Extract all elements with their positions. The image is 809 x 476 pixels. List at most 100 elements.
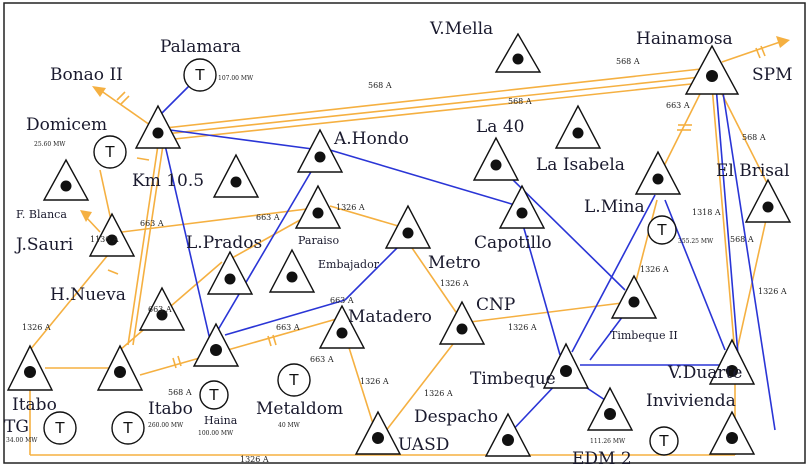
- node-l-prados[interactable]: [206, 250, 254, 295]
- line-km105-hainamosa-2: [164, 75, 711, 135]
- node-unnamed-1[interactable]: [212, 153, 260, 198]
- flow-label: 1136 A: [90, 235, 119, 244]
- generator-palamara[interactable]: T: [183, 58, 217, 92]
- label-el-brisal: El Brisal: [716, 161, 790, 181]
- node-el-brisal[interactable]: [744, 178, 792, 223]
- arrow-bonao: [92, 86, 106, 97]
- generator-domicem[interactable]: T: [93, 135, 127, 169]
- mw-metaldom: 40 MW: [278, 422, 301, 429]
- node-timbeque-ii[interactable]: [610, 274, 658, 319]
- node-v-mella[interactable]: [494, 32, 542, 73]
- node-edm-2[interactable]: [586, 386, 634, 431]
- node-inviviend[interactable]: [708, 410, 756, 455]
- node-uasd[interactable]: [354, 410, 402, 455]
- generator-tg[interactable]: T: [43, 411, 77, 445]
- breaker-matadero-2: [272, 334, 277, 346]
- orange-lines: [29, 41, 781, 456]
- breaker-itabo-1: [172, 357, 177, 369]
- line-hainamosa-inviviend: [721, 85, 776, 431]
- mw-haina: 100.00 MW: [198, 430, 234, 437]
- arrow-fblanca: [80, 210, 92, 222]
- label-domicem: Domicem: [26, 115, 107, 135]
- line-palamara-km105: [159, 84, 191, 116]
- line-km105-itabo-2: [132, 144, 164, 346]
- line-haina-embajador: [224, 299, 346, 336]
- line-ahondo-haina: [214, 164, 316, 336]
- label-palamara: Palamara: [160, 37, 241, 57]
- line-jsauri-paraiso: [121, 207, 316, 233]
- flow-label: 663 A: [330, 296, 354, 305]
- generator-haina[interactable]: T: [199, 380, 229, 410]
- flow-label: 663 A: [140, 219, 164, 228]
- mw-tg: 34.00 MW: [6, 437, 38, 444]
- line-km105-hainamosa: [164, 67, 711, 129]
- label-cnp: CNP: [476, 295, 515, 315]
- node-matadero[interactable]: [318, 304, 366, 349]
- label-tg: TG: [4, 417, 29, 437]
- line-lmina-timbequeii: [634, 199, 658, 286]
- node-a-hondo[interactable]: [296, 128, 344, 173]
- label-inviviend: Invivienda: [646, 391, 736, 411]
- label-l-mina: L.Mina: [584, 197, 645, 217]
- node-timbeque[interactable]: [542, 342, 590, 389]
- node-domicem[interactable]: [42, 158, 90, 201]
- node-despacho[interactable]: [484, 412, 532, 457]
- label-metro: Metro: [428, 253, 481, 273]
- label-itabo: Itabo: [148, 399, 193, 419]
- line-hainamosa-vduarte-b: [715, 85, 739, 356]
- label-capotillo: Capotillo: [474, 233, 552, 253]
- generator-itabo[interactable]: T: [111, 411, 145, 445]
- label-f-blanca: F. Blanca: [16, 208, 67, 221]
- label-hainamosa: Hainamosa: [636, 29, 733, 49]
- node-v-duarte[interactable]: [708, 338, 756, 385]
- line-brisal-vduarte: [736, 219, 767, 351]
- node-j-sauri[interactable]: [88, 212, 136, 257]
- node-la-40[interactable]: [472, 136, 520, 181]
- line-paraiso-metro: [329, 205, 406, 229]
- line-km105-hainamosa-3: [164, 81, 711, 141]
- station-labels: V.Mella Hainamosa SPM Palamara Bonao II …: [4, 19, 793, 469]
- generator-l-mina[interactable]: T: [647, 215, 677, 245]
- label-la-isabela: La Isabela: [536, 155, 625, 175]
- line-ahondo-capotillo: [329, 149, 516, 206]
- node-itabo[interactable]: [96, 344, 144, 391]
- node-metro[interactable]: [384, 204, 432, 249]
- line-hainamosa-spm: [721, 41, 781, 63]
- generator-metaldom[interactable]: T: [277, 363, 311, 397]
- mw-itabo: 260.00 MW: [148, 422, 184, 429]
- label-matadero: Matadero: [348, 307, 432, 327]
- node-cnp[interactable]: [438, 300, 486, 345]
- node-embajador[interactable]: [268, 248, 316, 293]
- mw-domicem: 25.60 MW: [34, 141, 66, 148]
- generator-symbol: T: [208, 386, 219, 404]
- node-km-10-5[interactable]: [134, 104, 182, 149]
- label-v-duarte: V.Duarte: [667, 363, 742, 383]
- node-l-mina[interactable]: [634, 150, 682, 195]
- generator-symbol: T: [122, 419, 133, 437]
- label-a-hondo: A.Hondo: [333, 129, 409, 149]
- flow-label: 1326 A: [360, 377, 389, 386]
- flow-labels: 568 A 568 A 663 A 568 A 1318 A 568 A 568…: [22, 57, 787, 464]
- node-itabo-left[interactable]: [6, 344, 54, 391]
- node-paraiso[interactable]: [294, 184, 342, 229]
- label-timbeque: Timbeque: [470, 369, 556, 389]
- line-matadero-uasd: [344, 334, 376, 431]
- node-capotillo[interactable]: [498, 184, 546, 229]
- node-h-nueva[interactable]: [138, 286, 186, 331]
- line-embajador-metro: [344, 239, 406, 301]
- generator-edm-2[interactable]: T: [649, 426, 679, 456]
- flow-label: 568 A: [368, 81, 392, 90]
- node-la-isabela[interactable]: [554, 104, 602, 149]
- node-hainamosa[interactable]: [684, 44, 740, 95]
- flow-label: 1326 A: [240, 455, 269, 464]
- generator-mw-labels: 107.00 MW 25.60 MW 355.25 MW 34.00 MW 26…: [6, 75, 714, 445]
- generator-symbol: T: [104, 143, 115, 161]
- line-lprados-paraiso: [231, 219, 301, 259]
- breaker-hnueva-1: [107, 269, 119, 275]
- node-haina[interactable]: [192, 322, 240, 367]
- flow-label: 1326 A: [440, 279, 469, 288]
- generator-symbol: T: [54, 419, 65, 437]
- line-domicem-jsauri: [99, 169, 113, 226]
- label-l-prados: L.Prados: [186, 233, 262, 253]
